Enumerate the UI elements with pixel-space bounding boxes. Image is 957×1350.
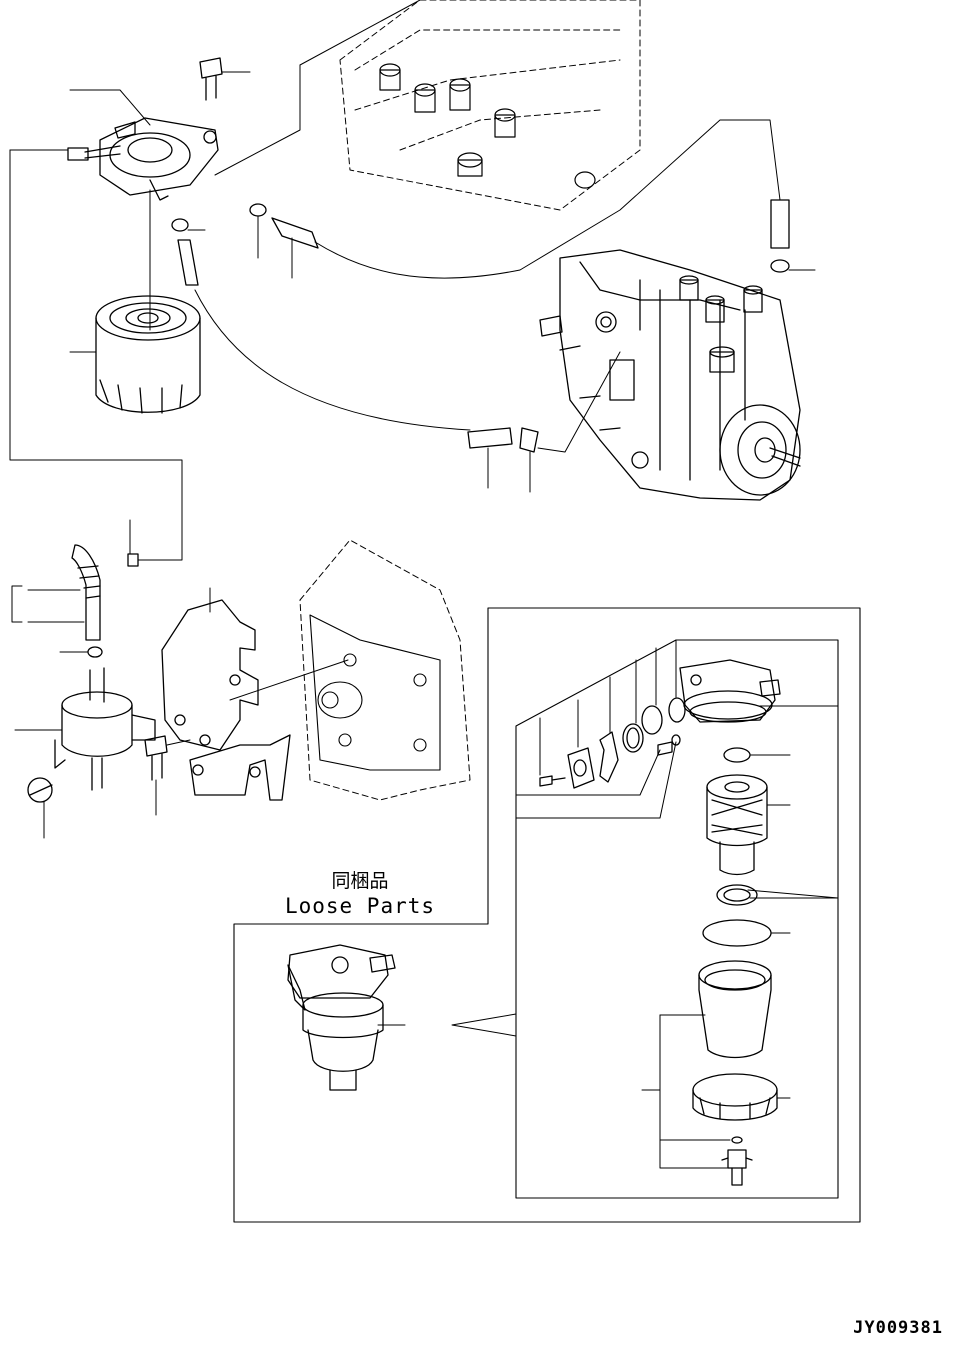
pointer-wedge xyxy=(451,1013,517,1037)
fuel-hose-pump xyxy=(467,351,621,493)
callout-line xyxy=(69,89,151,126)
fuel-filter-head xyxy=(67,117,219,201)
exploded-callouts xyxy=(515,639,839,899)
fuel-line xyxy=(314,119,781,279)
o-ring xyxy=(723,747,791,763)
assembled-water-separator xyxy=(287,944,406,1091)
exploded-small-parts xyxy=(539,697,686,789)
injection-pump xyxy=(539,249,801,501)
filter-bowl xyxy=(659,960,772,1059)
loose-parts-label: Loose Parts xyxy=(284,894,436,918)
filter-element xyxy=(706,774,791,876)
mounting-bracket xyxy=(161,587,291,801)
fuel-return-fitting xyxy=(770,199,816,273)
engine-head-ports xyxy=(379,63,596,189)
drawing-code: JY009381 xyxy=(853,1318,943,1338)
callout-bracket xyxy=(641,1014,731,1169)
loose-parts-frame xyxy=(233,607,861,1223)
fuel-hose xyxy=(177,217,319,286)
loose-parts-label-jp: 同梱品 xyxy=(331,870,389,892)
seal-ring xyxy=(716,884,758,906)
fuel-line xyxy=(194,289,471,431)
callout-line xyxy=(9,149,183,561)
leader-line xyxy=(229,659,349,701)
drain-plug xyxy=(721,1149,753,1186)
exploded-filter-head xyxy=(679,659,781,723)
bolt xyxy=(144,735,191,816)
bolt xyxy=(199,57,251,101)
engine-head-outline xyxy=(339,0,641,211)
small-o-ring xyxy=(731,1136,743,1144)
leader-line xyxy=(299,0,421,66)
engine-block-outline xyxy=(299,539,471,801)
hose-clamp xyxy=(171,203,267,259)
retaining-ring xyxy=(692,1073,791,1121)
callout-bracket xyxy=(11,585,89,731)
exploded-view-frame xyxy=(515,639,839,1199)
fuel-filter-cartridge xyxy=(95,295,201,414)
engine-block-detail xyxy=(309,614,441,771)
fuel-pump xyxy=(27,519,156,839)
o-ring-large xyxy=(702,919,791,947)
leader-line xyxy=(214,64,301,176)
